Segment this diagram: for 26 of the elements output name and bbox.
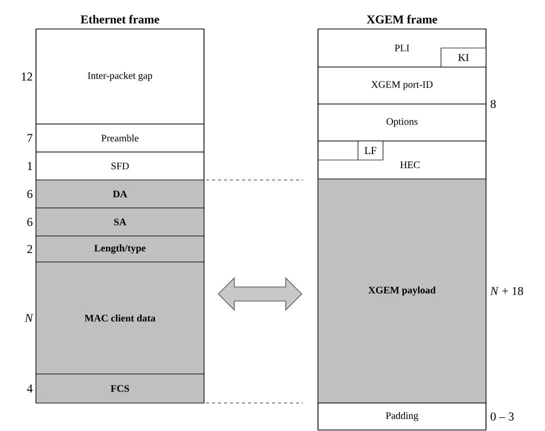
size-label: 6 — [27, 218, 32, 226]
field-row: DA — [36, 180, 204, 208]
size-label: 8 — [490, 100, 496, 108]
field-row: Options — [318, 104, 486, 142]
field-row: SA — [36, 208, 204, 236]
double-arrow — [218, 277, 302, 311]
subfield-box: LF — [358, 140, 384, 160]
size-label: N + 18 — [490, 286, 524, 296]
subfield-box: KI — [440, 48, 486, 68]
size-label: 0 – 3 — [490, 412, 514, 421]
field-row: Inter-packet gap — [36, 28, 204, 124]
field-row: Preamble — [36, 124, 204, 152]
size-label: 4 — [27, 384, 33, 392]
size-label: N — [24, 314, 34, 322]
size-label: 2 — [27, 245, 32, 253]
size-label: 12 — [22, 72, 32, 80]
field-row: XGEM port-ID — [318, 66, 486, 104]
size-label: 6 — [27, 190, 32, 198]
size-label: 7 — [28, 134, 32, 142]
field-row: XGEM payload — [318, 178, 486, 404]
field-row: Padding — [318, 402, 486, 430]
node-label: Ethernet frame — [80, 14, 160, 24]
field-row: FCS — [36, 374, 204, 404]
field-row: Length/type — [36, 236, 204, 262]
size-label: 1 — [28, 162, 32, 170]
node-label: XGEM frame — [366, 14, 438, 24]
